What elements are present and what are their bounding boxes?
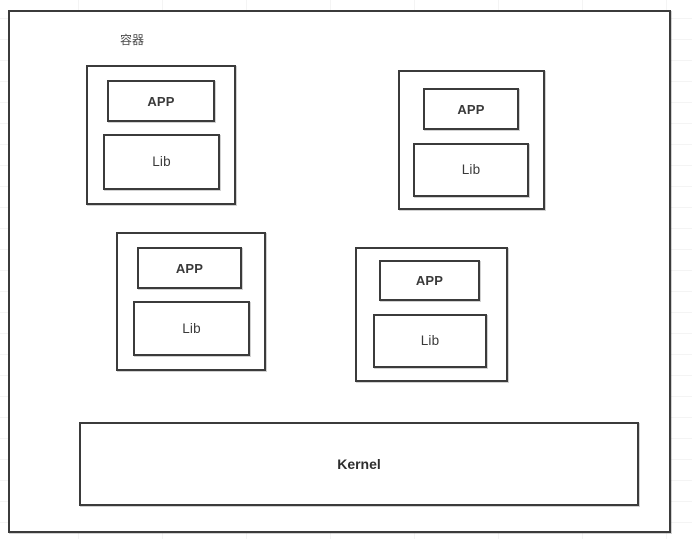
container-3-app-box[interactable]: APP xyxy=(137,247,242,289)
container-3-app-label: APP xyxy=(175,260,204,276)
container-4-lib-box[interactable]: Lib xyxy=(373,314,487,368)
container-4-app-box[interactable]: APP xyxy=(379,260,480,301)
container-3-lib-box[interactable]: Lib xyxy=(133,301,250,356)
kernel-label: Kernel xyxy=(337,456,381,472)
container-1-lib-label: Lib xyxy=(152,154,171,170)
container-1-app-box[interactable]: APP xyxy=(107,80,215,122)
container-2-lib-label: Lib xyxy=(461,162,481,178)
container-4-lib-label: Lib xyxy=(420,333,440,349)
container-3-lib-label: Lib xyxy=(182,320,201,336)
container-2-app-label: APP xyxy=(457,101,485,117)
container-4-app-label: APP xyxy=(415,273,444,288)
container-1-lib-box[interactable]: Lib xyxy=(103,134,220,190)
container-2-app-box[interactable]: APP xyxy=(423,88,519,130)
container-1-app-label: APP xyxy=(147,93,175,109)
kernel-box[interactable]: Kernel xyxy=(79,422,639,506)
container-2-lib-box[interactable]: Lib xyxy=(413,143,529,197)
container-caption-label: 容器 xyxy=(120,33,145,47)
